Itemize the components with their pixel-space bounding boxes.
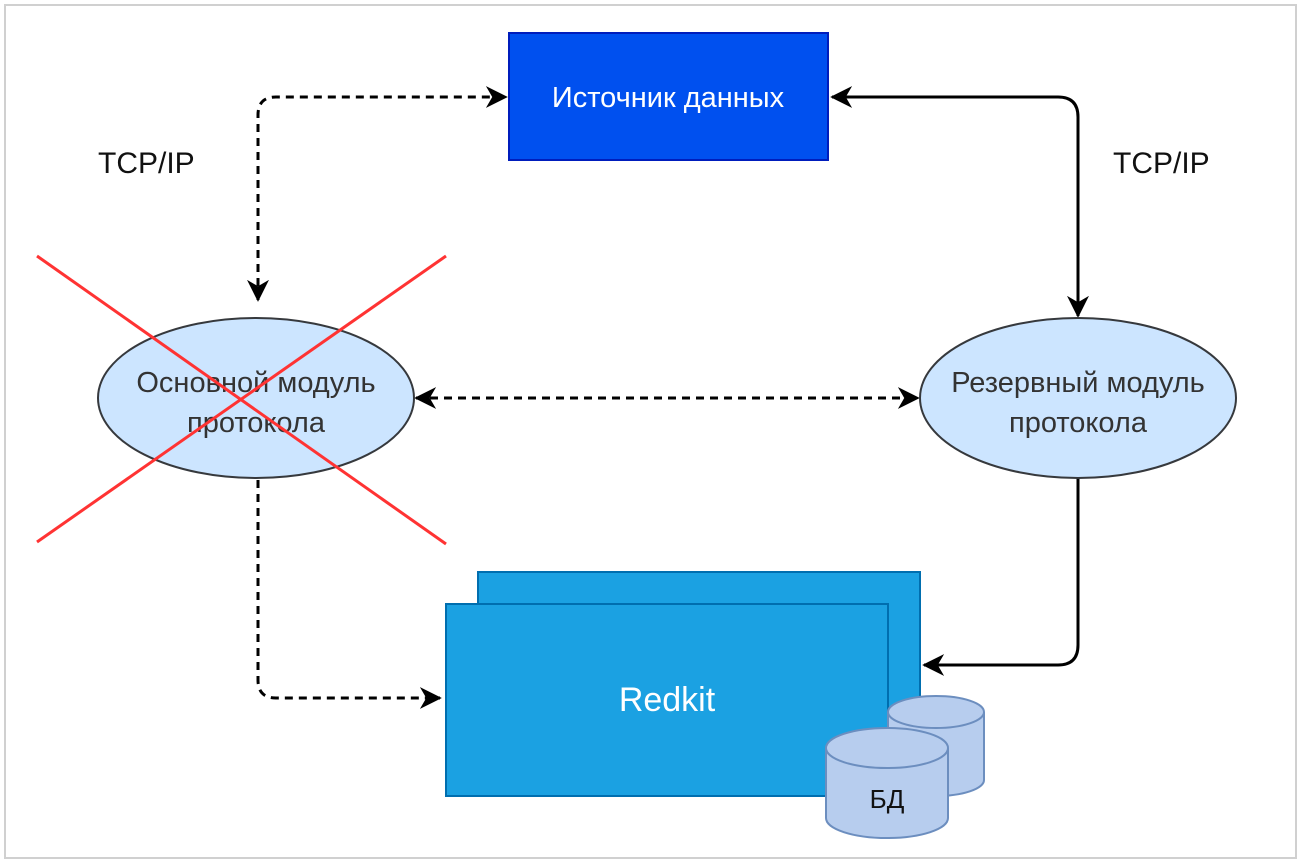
right-protocol-label: TCP/IP — [1113, 147, 1210, 180]
redkit-label: Redkit — [619, 681, 716, 719]
backup-module-label-line2: протокола — [1009, 407, 1148, 439]
db-front-cylinder-body — [825, 748, 949, 839]
node-redkit[interactable]: Redkit — [445, 571, 921, 797]
node-backup-module[interactable]: Резервный модуль протокола — [919, 317, 1237, 479]
redkit-front-card — [445, 603, 889, 797]
data-source-label: Источник данных — [552, 82, 785, 114]
left-protocol-label: TCP/IP — [98, 147, 195, 180]
database-icon[interactable]: БД — [825, 695, 985, 839]
node-data-source[interactable]: Источник данных — [508, 32, 829, 161]
db-back-cylinder-top — [887, 695, 985, 729]
edge-primary-redkit — [256, 480, 442, 709]
backup-module-label-line1: Резервный модуль — [951, 367, 1205, 399]
backup-module-ellipse — [919, 317, 1237, 479]
data-source-box — [508, 32, 829, 161]
edge-backup-redkit — [922, 478, 1080, 676]
primary-module-label-line1: Основной модуль — [136, 367, 375, 399]
db-label: БД — [870, 784, 905, 814]
edge-primary-source — [247, 86, 508, 302]
db-front-cylinder-top — [825, 727, 949, 769]
failure-cross-icon — [36, 254, 447, 546]
edge-source-backup — [830, 86, 1089, 318]
primary-module-ellipse — [97, 317, 415, 479]
diagram-frame — [4, 4, 1297, 859]
node-primary-module[interactable]: Основной модуль протокола — [97, 317, 415, 479]
